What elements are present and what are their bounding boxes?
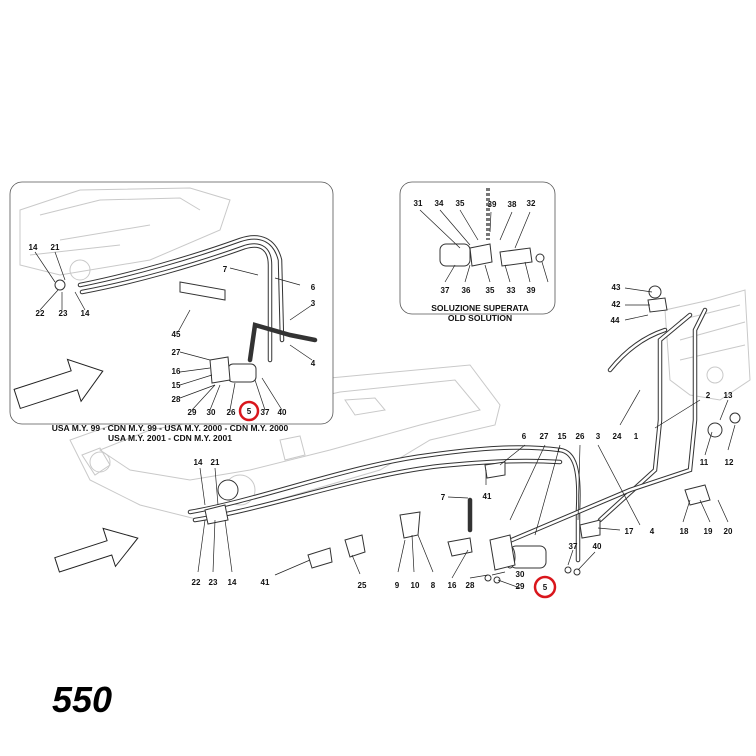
- callout: 16: [448, 581, 457, 590]
- inset-caption-line-2: OLD SOLUTION: [448, 313, 512, 323]
- callout: 23: [209, 578, 218, 587]
- callout: 31: [414, 199, 423, 208]
- callout: 26: [227, 408, 236, 417]
- callout: 4: [650, 527, 655, 536]
- callout: 3: [311, 299, 316, 308]
- callout: 22: [192, 578, 201, 587]
- leader-lines: [197, 287, 736, 589]
- callout: 4: [311, 359, 316, 368]
- callout: 23: [59, 309, 68, 318]
- callout: 36: [462, 286, 471, 295]
- callout: 14: [29, 243, 38, 252]
- callout: 18: [680, 527, 689, 536]
- callout: 35: [456, 199, 465, 208]
- callout: 7: [223, 265, 228, 274]
- callout: 16: [172, 367, 181, 376]
- model-number: 550: [52, 679, 112, 720]
- callout: 24: [613, 432, 622, 441]
- callout: 7: [441, 493, 446, 502]
- callout: 5: [247, 407, 252, 416]
- callout: 39: [488, 200, 497, 209]
- callout: 2: [706, 391, 711, 400]
- callout: 27: [172, 348, 181, 357]
- callout: 21: [211, 458, 220, 467]
- callout: 17: [625, 527, 634, 536]
- callout: 28: [466, 581, 475, 590]
- callout: 29: [188, 408, 197, 417]
- callout: 42: [612, 300, 621, 309]
- callout: 19: [704, 527, 713, 536]
- callout: 41: [483, 492, 492, 501]
- callout: 6: [522, 432, 527, 441]
- callout: 38: [508, 200, 517, 209]
- main-parts: [204, 285, 741, 584]
- callout: 40: [593, 542, 602, 551]
- callout: 32: [527, 199, 536, 208]
- callout: 37: [569, 542, 578, 551]
- callout: 10: [411, 581, 420, 590]
- callout: 43: [612, 283, 621, 292]
- callout: 9: [395, 581, 400, 590]
- callout: 15: [558, 432, 567, 441]
- callout: 44: [611, 316, 620, 325]
- callout: 15: [172, 381, 181, 390]
- callout: 26: [576, 432, 585, 441]
- callouts-main: 43 42 44 2 24 1 13 11 12 6 27 15 26 3 41…: [192, 283, 734, 592]
- callout: 41: [261, 578, 270, 587]
- callout: 40: [278, 408, 287, 417]
- inset-left: [9, 181, 334, 425]
- callout: 8: [431, 581, 436, 590]
- inset-caption-line-1: USA M.Y. 99 - CDN M.Y. 99 - USA M.Y. 200…: [52, 423, 289, 433]
- callout: 6: [311, 283, 316, 292]
- callout: 39: [527, 286, 536, 295]
- callout: 28: [172, 395, 181, 404]
- direction-arrow: [54, 527, 139, 573]
- inset-right: [399, 181, 556, 315]
- callout: 5: [543, 583, 548, 592]
- callout: 35: [486, 286, 495, 295]
- callout: 25: [358, 581, 367, 590]
- callout: 30: [207, 408, 216, 417]
- callout: 13: [724, 391, 733, 400]
- callout: 27: [540, 432, 549, 441]
- engine-outline: [664, 289, 751, 401]
- callouts-left: 14 21 22 23 14 7 6 3 45 27 16 15 28 29 3…: [29, 243, 316, 443]
- callout: 37: [441, 286, 450, 295]
- callout: 14: [194, 458, 203, 467]
- callout: 11: [700, 458, 709, 467]
- callout: 20: [724, 527, 733, 536]
- inset-caption-line-2: USA M.Y. 2001 - CDN M.Y. 2001: [108, 433, 232, 443]
- callout: 3: [596, 432, 601, 441]
- highlight-ring-left: [238, 400, 260, 422]
- callout: 34: [435, 199, 444, 208]
- callout: 21: [51, 243, 60, 252]
- inset-caption-line-1: SOLUZIONE SUPERATA: [431, 303, 528, 313]
- callout: 45: [172, 330, 181, 339]
- callout: 14: [228, 578, 237, 587]
- callout: 33: [507, 286, 516, 295]
- callout: 22: [36, 309, 45, 318]
- callout: 30: [516, 570, 525, 579]
- callout: 29: [516, 582, 525, 591]
- callout: 12: [725, 458, 734, 467]
- highlight-ring-main: [533, 575, 557, 599]
- callouts-right: 31 34 35 39 38 32 37 36 35 33 39 SOLUZIO…: [414, 199, 536, 323]
- callout: 14: [81, 309, 90, 318]
- callout: 37: [261, 408, 270, 417]
- callout: 1: [634, 432, 639, 441]
